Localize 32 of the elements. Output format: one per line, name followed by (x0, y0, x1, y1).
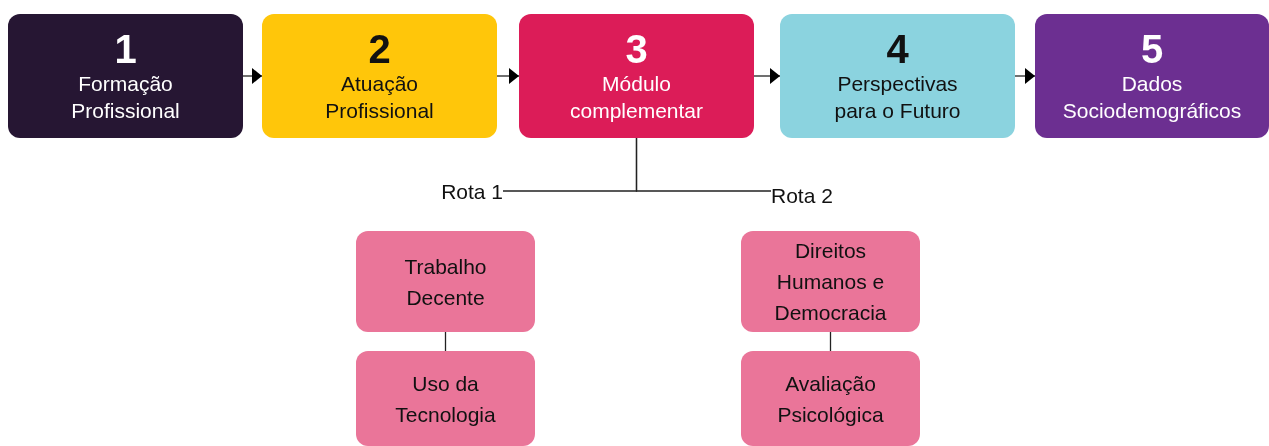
connector-line (496, 68, 520, 84)
connector-line (242, 68, 263, 84)
step-box (8, 14, 243, 138)
topic-box (741, 231, 920, 332)
step-label: Dados Sociodemográficos (1061, 71, 1243, 124)
topic-box (741, 351, 920, 446)
connector-line (753, 68, 781, 84)
step-label: Módulo complementar (568, 71, 705, 124)
connector-line (635, 137, 772, 192)
route-label: Rota 2 (771, 182, 874, 210)
topic-label: Uso da Tecnologia (394, 370, 497, 428)
step-number: 5 (1140, 28, 1164, 70)
step-number: 1 (114, 28, 137, 70)
topic-label: Trabalho Decente (403, 253, 488, 311)
step-label: Atuação Profissional (324, 71, 435, 124)
step-number: 4 (886, 28, 909, 70)
step-box (780, 14, 1015, 138)
step-box (262, 14, 497, 138)
step-box (1035, 14, 1269, 138)
step-box (519, 14, 754, 138)
topic-label: Avaliação Psicológica (776, 370, 885, 428)
topic-box (356, 351, 535, 446)
connector-line (829, 331, 832, 352)
connector-line (444, 331, 447, 352)
topic-label: Direitos Humanos e Democracia (774, 238, 887, 326)
step-label: Formação Profissional (70, 71, 181, 124)
step-label: Perspectivas para o Futuro (833, 71, 962, 124)
connector-line (1014, 68, 1036, 84)
route-label: Rota 1 (400, 178, 503, 206)
step-number: 2 (368, 28, 391, 70)
step-number: 3 (625, 28, 648, 70)
topic-box (356, 231, 535, 332)
